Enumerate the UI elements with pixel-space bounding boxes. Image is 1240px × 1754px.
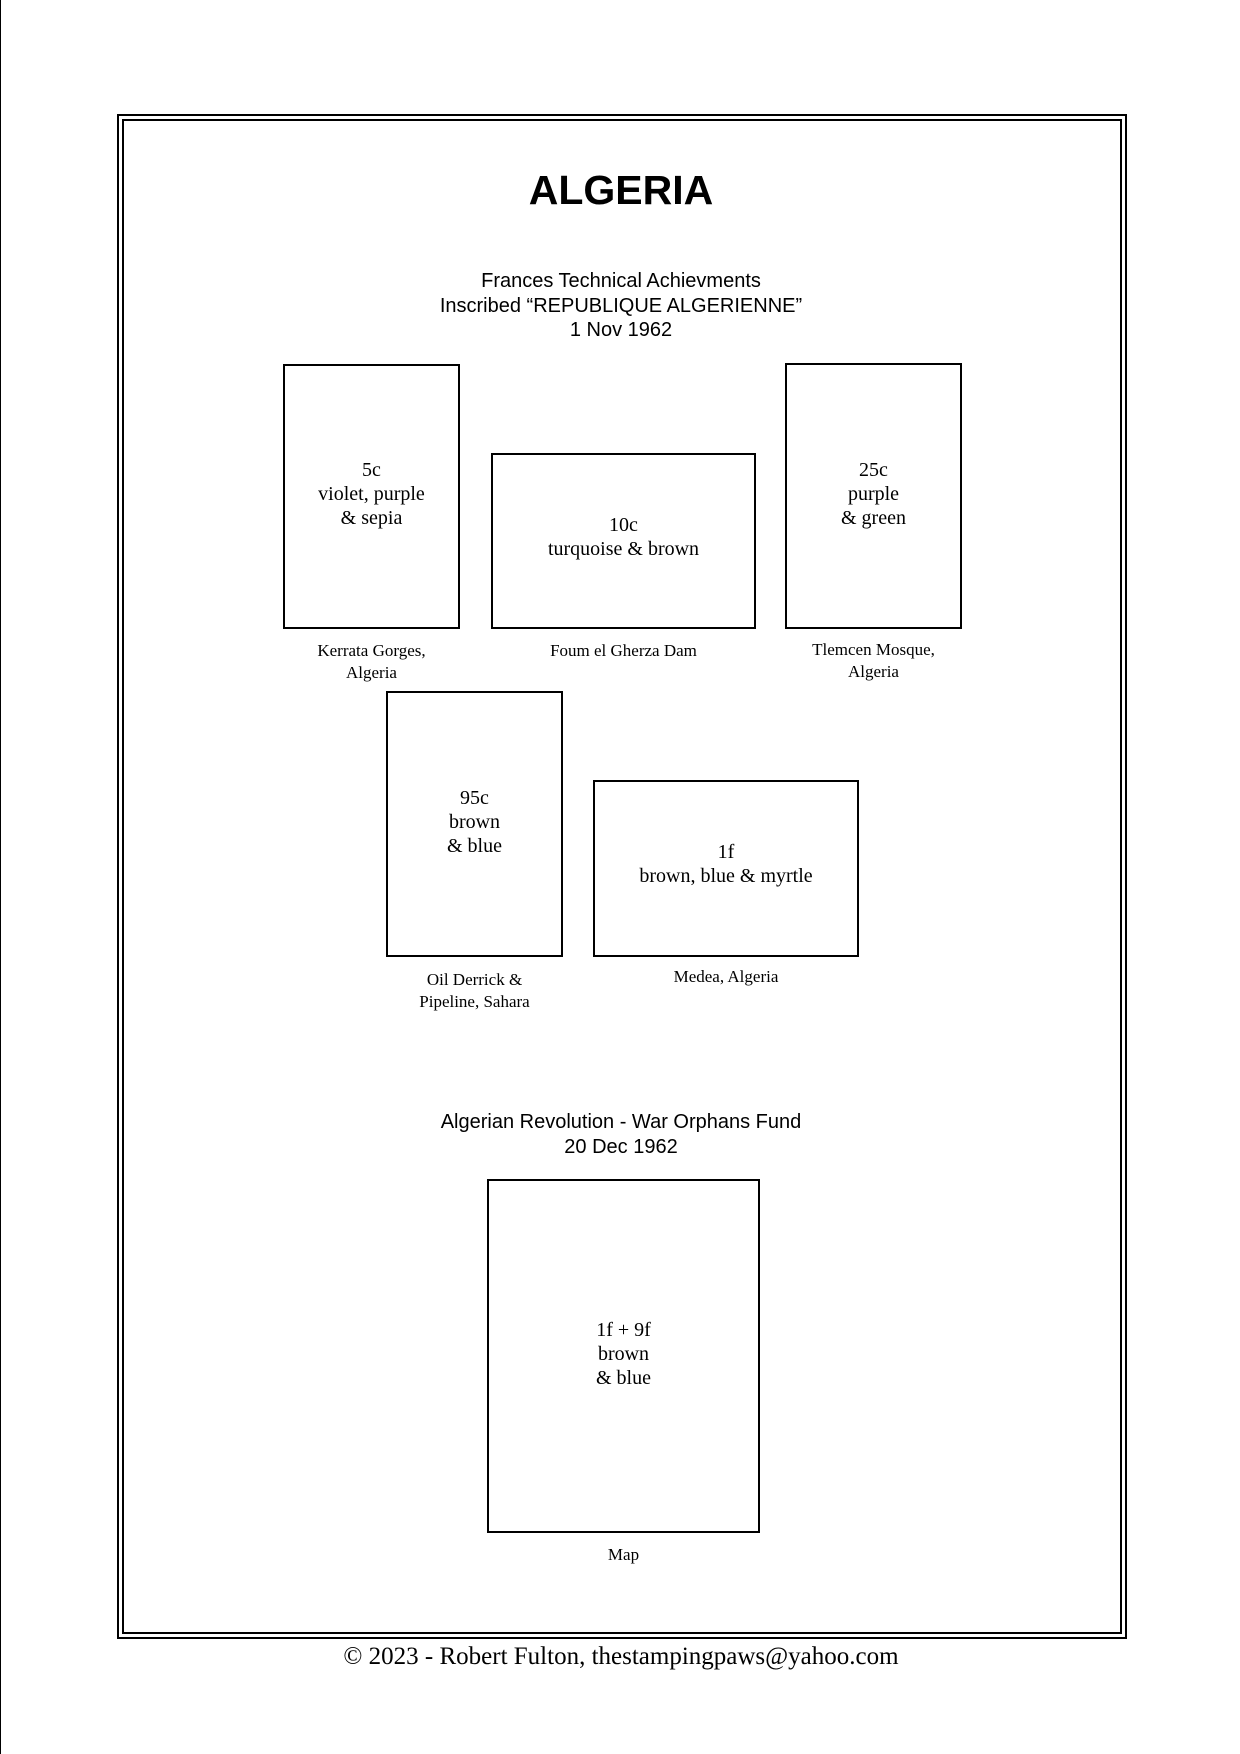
stamp-colors-line: & blue [447,835,502,857]
stamp-caption-10c: Foum el Gherza Dam [491,640,756,662]
stamp-colors-line: brown [448,811,501,833]
stamp-colors-line: turquoise & brown [547,538,700,560]
stamp-space-95c: 95c brown & blue [386,691,563,957]
stamp-caption-1f: Medea, Algeria [593,966,859,988]
section-heading-line: Inscribed “REPUBLIQUE ALGERIENNE” [439,294,803,317]
stamp-space-10c: 10c turquoise & brown [491,453,756,629]
stamp-colors-line: brown, blue & myrtle [639,865,813,887]
stamp-colors-line: purple [847,483,900,505]
stamp-colors-line: violet, purple [318,483,425,505]
stamp-denomination: 95c [460,787,489,809]
caption-line: Medea, Algeria [673,967,779,986]
stamp-denomination: 25c [859,459,888,481]
page-border-outer [117,114,1127,1639]
section-heading-line: Algerian Revolution - War Orphans Fund [440,1111,802,1133]
caption-line: Foum el Gherza Dam [550,641,697,660]
section-heading-technical-achievements: Frances Technical Achievments Inscribed … [1,269,1240,343]
caption-line: Algeria [848,661,899,681]
caption-line: Algeria [346,662,397,682]
section-heading-line: Frances Technical Achievments [481,270,761,292]
caption-line: Map [607,1545,640,1564]
stamp-colors-line: brown [597,1343,650,1365]
page-border-inner [122,119,1122,1634]
stamp-denomination: 10c [609,514,638,536]
stamp-denomination: 1f + 9f [596,1319,651,1341]
stamp-space-1f: 1f brown, blue & myrtle [593,780,859,957]
stamp-denomination: 1f [717,841,735,863]
section-heading-war-orphans-fund: Algerian Revolution - War Orphans Fund 2… [1,1110,1240,1159]
stamp-caption-95c: Oil Derrick & Pipeline, Sahara [386,969,563,1012]
copyright-footer: © 2023 - Robert Fulton, thestampingpaws@… [343,1643,899,1670]
stamp-denomination: 5c [362,459,381,481]
stamp-colors-line: & sepia [340,507,403,529]
page-title: ALGERIA [528,167,714,213]
stamp-space-5c: 5c violet, purple & sepia [283,364,460,629]
caption-line: Kerrata Gorges, [317,641,426,660]
stamp-caption-25c: Tlemcen Mosque, Algeria [785,639,962,682]
stamp-caption-5c: Kerrata Gorges, Algeria [283,640,460,683]
section-heading-line: 20 Dec 1962 [564,1135,678,1158]
caption-line: Tlemcen Mosque, [812,640,935,659]
stamp-space-1f-9f: 1f + 9f brown & blue [487,1179,760,1533]
caption-line: Pipeline, Sahara [419,991,530,1011]
stamp-colors-line: & green [841,507,906,529]
stamp-colors-line: & blue [596,1367,651,1389]
section-heading-line: 1 Nov 1962 [569,319,673,341]
stamp-caption-1f-9f: Map [487,1544,760,1566]
caption-line: Oil Derrick & [426,970,523,989]
stamp-space-25c: 25c purple & green [785,363,962,629]
